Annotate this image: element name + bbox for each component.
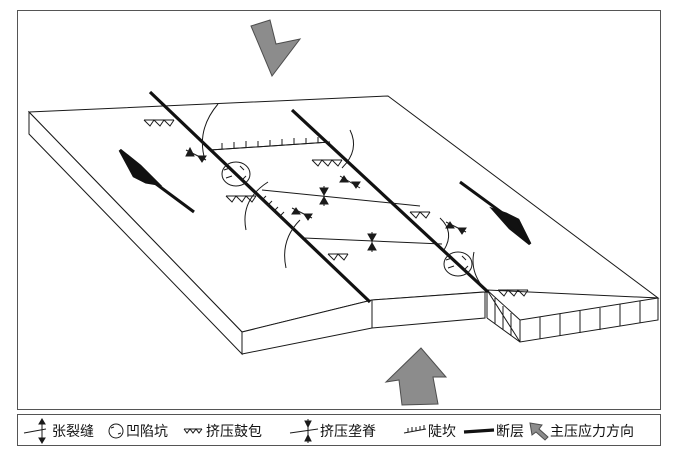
legend-compression-ridge-label: 挤压垄脊 [320,424,376,440]
crust-block [27,95,660,356]
fault-line-right [290,108,490,294]
compression-ridges [319,186,377,252]
diagram-frame [17,10,661,410]
legend-tension-crack-icon [23,418,47,444]
legend-compression-ridge-icon [289,419,319,443]
legend-compression-bulge-icon [183,428,203,434]
legend-fault-label: 断层 [496,424,524,440]
slip-arrow-right [459,180,532,246]
fault-line-left [148,90,372,304]
legend-strip: 张裂缝 凹陷坑 挤压鼓包 挤压垄脊 陡坎 [23,418,634,444]
scarps [209,137,331,223]
compression-ridge-1 [319,186,329,206]
tension-crack-2 [339,175,361,189]
legend-tension-crack-label: 张裂缝 [52,424,94,440]
legend-compression-bulge-label: 挤压鼓包 [206,424,262,440]
offset-face-divisions [494,298,641,339]
tension-cracks [185,146,467,235]
tension-crack-1 [185,146,207,163]
legend-scarp-label: 陡坎 [428,424,456,440]
scarp-2 [257,195,287,223]
tension-crack-3 [291,207,313,221]
compression-ridge-2 [367,232,377,252]
slip-arrows [118,148,532,246]
stress-arrow-top [250,19,302,77]
legend: 张裂缝 凹陷坑 挤压鼓包 挤压垄脊 陡坎 [17,414,661,446]
legend-principal-stress-label: 主压应力方向 [550,423,634,440]
slip-arrow-left [118,148,195,214]
legend-subsidence-pit-icon [108,423,124,439]
legend-subsidence-pit-label: 凹陷坑 [126,424,168,440]
compression-bulges [143,119,529,297]
stress-arrow-bottom [384,347,448,406]
fractures [201,103,483,287]
legend-principal-stress-icon [529,422,549,441]
scarp-1 [209,137,331,151]
tension-crack-4 [445,221,467,235]
subsidence-pits [221,161,473,277]
legend-scarp-icon [403,425,427,434]
legend-fault-icon [463,428,495,434]
